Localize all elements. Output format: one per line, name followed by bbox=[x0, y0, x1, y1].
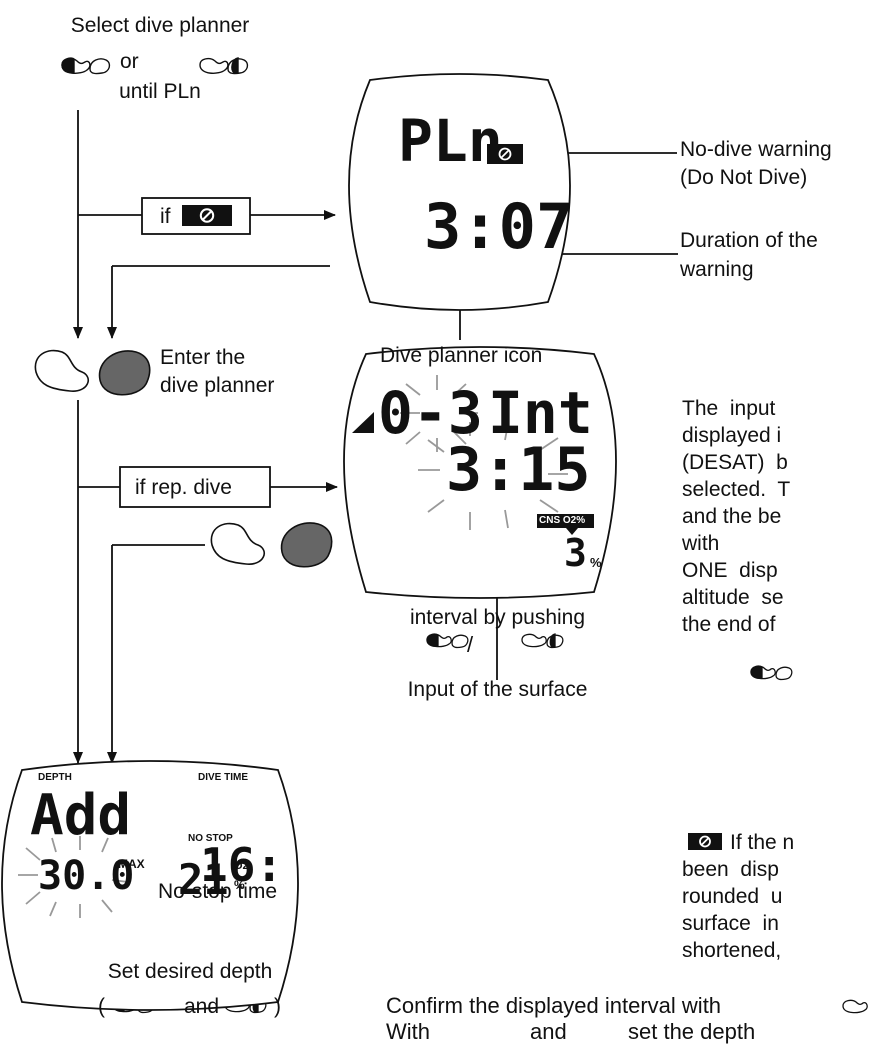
para-line: displayed i bbox=[682, 424, 782, 447]
enter-buttons-icon bbox=[34, 349, 151, 396]
button-pair-small-icon-2 bbox=[521, 633, 564, 649]
display-1-mode: PLn bbox=[398, 107, 503, 175]
para-line: If the n bbox=[730, 831, 795, 854]
step-enter-1: Enter the bbox=[160, 346, 246, 369]
para-line: the end of bbox=[682, 613, 776, 636]
display-1-time: 3:07 bbox=[424, 190, 574, 263]
enter-buttons-repeat-icon bbox=[210, 522, 333, 568]
blink-rays-depth bbox=[18, 836, 129, 918]
confirm-line-2c: set the depth bbox=[628, 1019, 756, 1044]
display-3-add bbox=[1, 760, 299, 1011]
confirm-line-2b: and bbox=[530, 1019, 567, 1044]
if-label: if bbox=[160, 205, 171, 228]
display-2-interval: 0-3 bbox=[378, 379, 483, 447]
para-line: (DESAT) b bbox=[682, 451, 788, 474]
display-3-o2-unit: % bbox=[234, 878, 245, 892]
step-set-depth-and: and bbox=[184, 995, 220, 1018]
para-button-icon-1 bbox=[750, 665, 793, 681]
step-select-planner: Select dive planner bbox=[70, 14, 250, 37]
confirm-button-icon bbox=[842, 999, 868, 1014]
display-3-dive-time-label: DIVE TIME bbox=[198, 772, 249, 783]
callout-no-stop-time: No-stop time bbox=[158, 880, 278, 903]
button-pair-left-icon bbox=[61, 57, 111, 75]
para-line: with bbox=[682, 532, 720, 555]
display-2-surface-interval bbox=[343, 346, 617, 599]
para-line: The input bbox=[682, 397, 776, 420]
callout-no-dive-1: No-dive warning bbox=[680, 138, 832, 161]
no-dive-inline-icon bbox=[688, 833, 722, 850]
blink-rays-interval bbox=[400, 375, 478, 452]
display-3-no-stop-label: NO STOP bbox=[188, 833, 233, 844]
display-3-depth-value: 30.0 bbox=[38, 853, 135, 899]
slash-separator: / bbox=[467, 632, 474, 657]
display-2-int: Int bbox=[488, 379, 593, 447]
callout-surface-2: interval by pushing bbox=[409, 606, 586, 629]
paragraph-block-1: The input displayed i (DESAT) b selected… bbox=[682, 395, 876, 638]
para-line: altitude se bbox=[682, 586, 784, 609]
display-2-cns-unit: % bbox=[590, 555, 602, 570]
blink-rays-time bbox=[418, 422, 568, 530]
display-3-mode: Add bbox=[30, 783, 132, 848]
display-2-cns-value: 3 bbox=[564, 531, 587, 575]
para-line: shortened, bbox=[682, 939, 782, 962]
para-line: selected. T bbox=[682, 478, 791, 501]
callout-planner-icon: Dive planner icon bbox=[380, 344, 543, 367]
paragraph-block-2: If the n been disp rounded u surface in … bbox=[682, 829, 876, 964]
para-line: and the be bbox=[682, 505, 782, 528]
step-enter-2: dive planner bbox=[160, 374, 275, 397]
paren-close: ) bbox=[274, 995, 281, 1018]
callout-duration-2: warning bbox=[680, 258, 754, 281]
paren-open: ( bbox=[98, 995, 105, 1018]
if-rep-dive-label: if rep. dive bbox=[135, 476, 232, 499]
display-3-o2-value: 21 bbox=[178, 855, 229, 904]
display-3-depth-label: DEPTH bbox=[38, 772, 72, 783]
display-2-cns-label: CNS O2% bbox=[539, 515, 586, 526]
step-set-depth: Set desired depth bbox=[107, 960, 273, 983]
step-until: until PLn bbox=[119, 80, 201, 103]
para-line: surface in bbox=[682, 912, 779, 935]
callout-surface-1: Input of the surface bbox=[407, 678, 588, 701]
confirm-line-1: Confirm the displayed interval with bbox=[386, 993, 722, 1018]
if-no-dive-box bbox=[141, 197, 251, 235]
para-line: ONE disp bbox=[682, 559, 778, 582]
button-pair-right-icon bbox=[199, 57, 249, 75]
callout-no-dive-2: (Do Not Dive) bbox=[680, 166, 808, 189]
para-line: been disp bbox=[682, 858, 779, 881]
display-3-o2-label: O2 bbox=[234, 860, 249, 872]
para-line: rounded u bbox=[682, 885, 783, 908]
if-rep-dive-box bbox=[119, 466, 271, 508]
display-1-planner bbox=[348, 73, 571, 311]
display-3-no-stop-value: 16: bbox=[200, 838, 284, 892]
step-or: or bbox=[120, 50, 139, 73]
display-2-time: 3:15 bbox=[446, 435, 591, 505]
button-pair-small-icon bbox=[426, 633, 469, 649]
callout-duration-1: Duration of the bbox=[680, 229, 818, 252]
confirm-line-2a: With bbox=[386, 1019, 430, 1044]
display-3-max-label: MAX bbox=[118, 857, 145, 871]
